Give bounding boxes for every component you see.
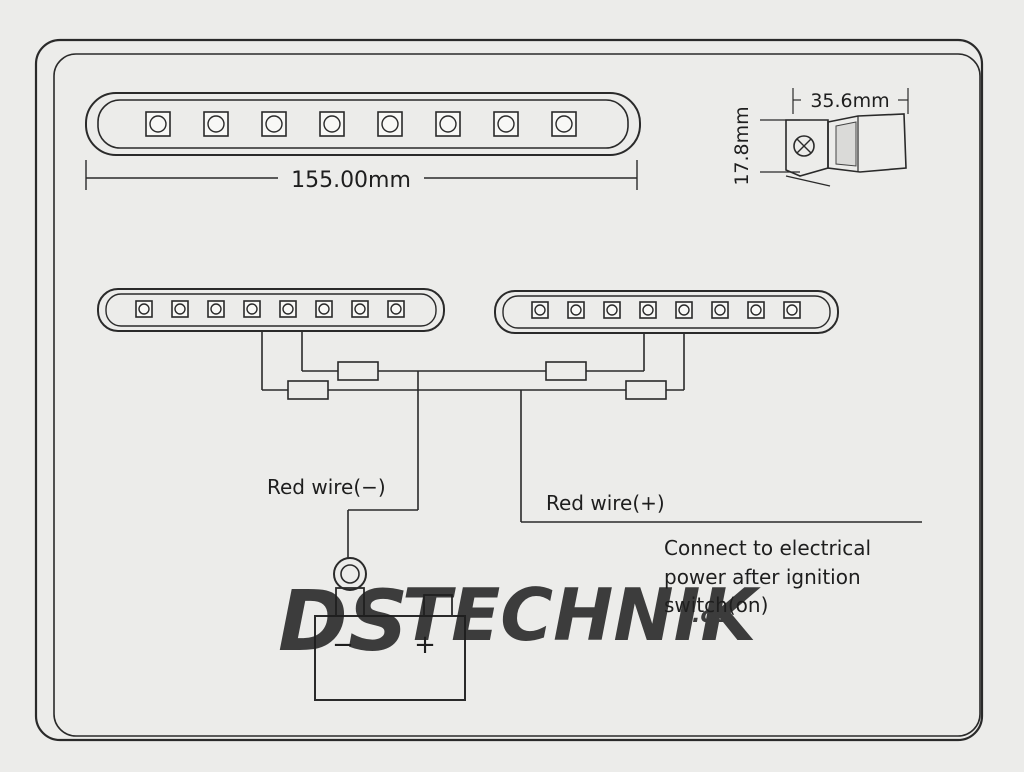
right-led-lens	[534, 304, 546, 316]
watermark-technik: TECHNIK	[402, 573, 761, 657]
main-strip-inner	[97, 99, 629, 149]
right-strip-outer	[494, 290, 839, 334]
left-led-lens	[138, 303, 150, 315]
wiring-harness	[261, 331, 922, 558]
ignition-note-line-2: power after ignition	[664, 565, 861, 589]
right-led-lens	[606, 304, 618, 316]
depth-label: 35.6mm	[810, 90, 889, 112]
main-led-lens	[497, 115, 515, 133]
left-led-lens	[282, 303, 294, 315]
main-led-lens	[323, 115, 341, 133]
main-strip-outer	[85, 92, 641, 156]
watermark-logo: DS TECHNIK .cz	[278, 572, 761, 670]
left-led-lens	[174, 303, 186, 315]
connector-lower-left	[287, 380, 329, 400]
right-strip-leds	[531, 301, 801, 319]
bracket-screw	[793, 135, 815, 157]
positive-wire-label: Red wire(+)	[546, 491, 665, 515]
battery-minus-symbol: −	[332, 630, 354, 660]
left-led-lens	[390, 303, 402, 315]
main-led-lens	[381, 115, 399, 133]
right-strip-inner	[502, 295, 831, 329]
length-label: 155.00mm	[291, 168, 411, 193]
mount-bracket	[785, 119, 829, 177]
negative-ring-terminal	[333, 557, 367, 591]
right-led-lens	[570, 304, 582, 316]
left-strip-outer	[97, 288, 445, 332]
side-profile-detail: 35.6mm 17.8mm	[731, 88, 909, 187]
connector-upper-left	[337, 361, 379, 381]
main-led-lens	[265, 115, 283, 133]
inline-connectors	[287, 361, 667, 400]
housing-shade	[835, 121, 857, 167]
ring-terminal-hole	[340, 564, 360, 584]
ignition-note-line-3: switch(on)	[664, 593, 768, 617]
watermark-ds: DS	[278, 572, 408, 670]
left-led-lens	[210, 303, 222, 315]
battery: − +	[314, 557, 466, 701]
battery-body	[314, 615, 466, 701]
right-led-lens	[750, 304, 762, 316]
left-strip-leds	[135, 300, 405, 318]
left-strip-inner	[105, 293, 437, 327]
main-strip-leds	[145, 111, 577, 137]
bracket-base	[785, 175, 831, 187]
main-led-lens	[555, 115, 573, 133]
watermark-cz: .cz	[692, 603, 726, 628]
right-led-lens	[642, 304, 654, 316]
outer-frame-outer	[34, 38, 984, 742]
left-led-strip	[97, 288, 445, 332]
connector-upper-right	[545, 361, 587, 381]
screw-slot-b	[796, 138, 812, 154]
left-led-lens	[246, 303, 258, 315]
main-led-lens	[149, 115, 167, 133]
negative-wire-label: Red wire(−)	[267, 475, 386, 499]
main-led-lens	[207, 115, 225, 133]
main-led-strip	[85, 92, 641, 156]
right-led-strip	[494, 290, 839, 334]
height-label: 17.8mm	[731, 106, 753, 185]
outer-frame-inner	[53, 53, 981, 737]
right-led-lens	[786, 304, 798, 316]
right-led-lens	[714, 304, 726, 316]
connector-lower-right	[625, 380, 667, 400]
battery-plus-symbol: +	[414, 630, 436, 660]
main-led-lens	[439, 115, 457, 133]
length-dimension: 155.00mm	[85, 160, 638, 193]
right-led-lens	[678, 304, 690, 316]
left-led-lens	[318, 303, 330, 315]
ignition-note-line-1: Connect to electrical	[664, 536, 871, 560]
left-led-lens	[354, 303, 366, 315]
